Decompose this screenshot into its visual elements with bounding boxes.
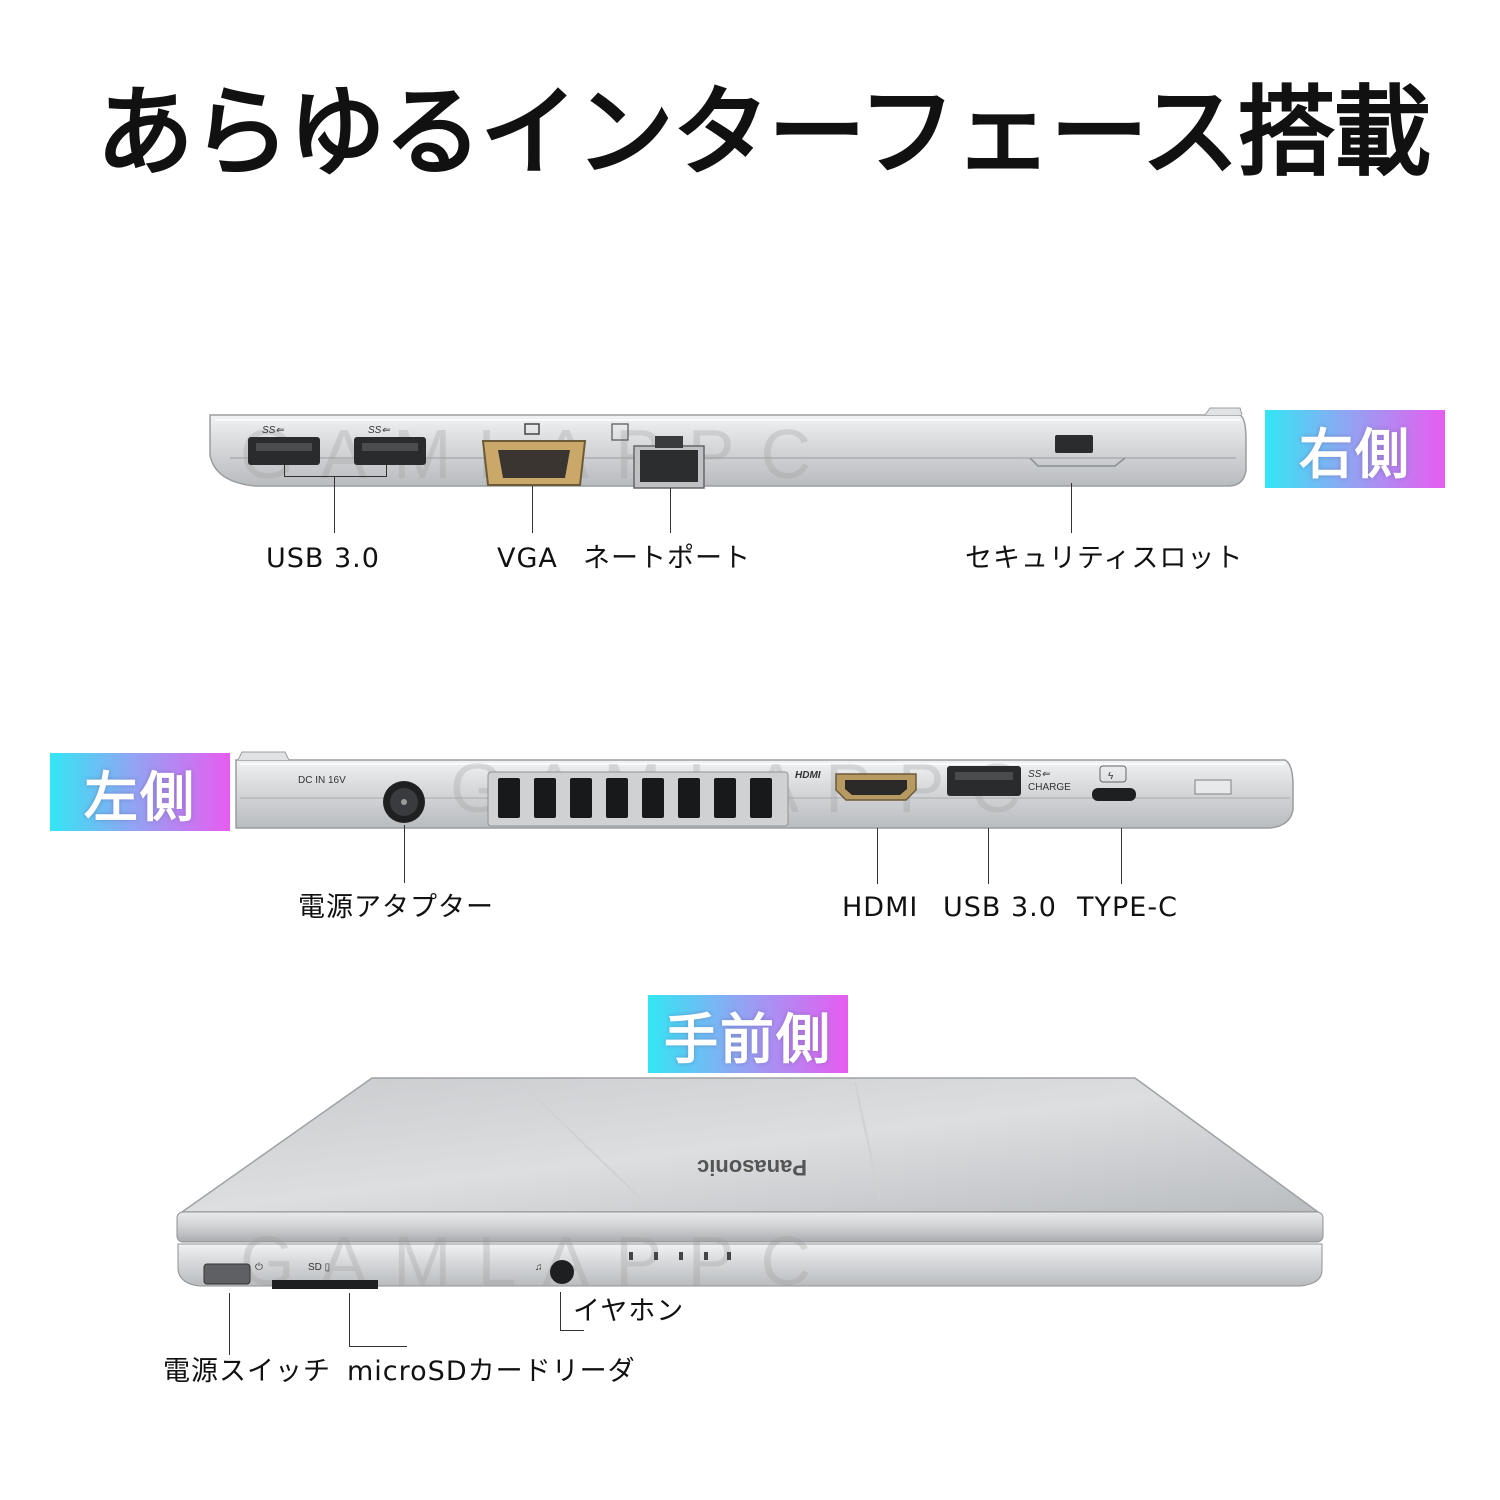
left-side-slot [1194,779,1232,795]
badge-front-side: 手前側 [648,995,848,1073]
label-microsd: microSDカードリーダ [347,1356,636,1387]
badge-left-side: 左側 [50,753,230,831]
label-vga: VGA [497,543,558,574]
dc-leader [404,825,405,883]
power-switch-leader [229,1293,230,1355]
label-power-switch: 電源スイッチ [163,1356,331,1387]
vga-leader [532,486,533,533]
typec-leader [1121,828,1122,884]
earphone-leader-foot [560,1330,584,1331]
microsd-leader [349,1293,350,1346]
usb-port-right-2: SS⇐ [354,425,426,465]
svg-text:⏻: ⏻ [255,1262,263,1273]
label-power-adapter: 電源アタプター [298,892,494,923]
svg-text:HDMI: HDMI [795,770,821,781]
label-earphone: イヤホン [573,1296,685,1327]
svg-text:GAMLAPPC: GAMLAPPC [450,749,1047,827]
microsd-slot [272,1280,378,1289]
power-switch [203,1263,251,1285]
label-typec: TYPE-C [1077,892,1178,923]
svg-text:GAMLAPPC: GAMLAPPC [240,415,837,493]
label-usb-right: USB 3.0 [266,543,380,574]
air-vent [487,771,789,827]
page-title: あらゆるインターフェース搭載 [96,76,1431,190]
svg-text:♫: ♫ [535,1262,543,1273]
svg-text:DC IN 16V: DC IN 16V [298,775,346,786]
vga-port [481,423,587,486]
earphone-jack [550,1260,574,1284]
svg-text:CHARGE: CHARGE [1028,782,1071,793]
svg-text:ϟ: ϟ [1108,771,1114,782]
badge-right-side: 右側 [1265,410,1445,488]
security-leader [1071,483,1072,533]
lan-leader [670,488,671,533]
usb-left-leader [988,828,989,884]
svg-text:SS⇐: SS⇐ [368,425,390,436]
svg-text:SS⇐: SS⇐ [262,425,284,436]
lan-port [611,423,705,489]
svg-text:Panasonic: Panasonic [697,1155,807,1180]
usb-right-bracket [284,476,386,477]
label-usb-left: USB 3.0 [943,892,1057,923]
label-lan: ネートポート [583,543,751,574]
hdmi-port: HDMI [795,770,917,801]
security-slot [1055,435,1093,453]
svg-text:SS⇐: SS⇐ [1028,769,1050,780]
microsd-leader-foot [349,1346,407,1347]
svg-text:SD ▯: SD ▯ [308,1262,330,1273]
typec-port: ϟ [1092,765,1136,801]
usb-charge-port: SS⇐ CHARGE [947,766,1071,796]
label-security: セキュリティスロット [965,543,1244,574]
label-hdmi: HDMI [842,892,919,923]
usb-right-bracket-left [284,465,285,477]
usb-right-bracket-right [386,465,387,477]
dc-in-port: DC IN 16V [298,775,425,823]
svg-text:GAMLAPPC: GAMLAPPC [240,1222,837,1300]
earphone-leader [560,1292,561,1330]
usb-port-right-1: SS⇐ [248,425,320,465]
usb-right-leader [334,477,335,533]
hdmi-leader [877,828,878,884]
